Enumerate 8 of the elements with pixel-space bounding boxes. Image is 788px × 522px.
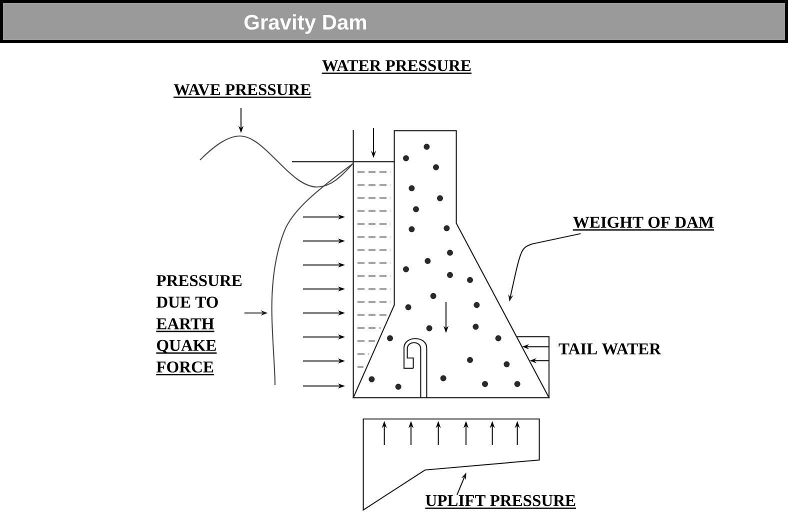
annotation-label: PRESSURE DUE TO EARTH QUAKE FORCE: [156, 275, 242, 376]
dam-section: [352, 130, 550, 398]
title-bar: Gravity Dam: [0, 0, 788, 43]
annotation-label: WEIGHT OF DAM: [572, 216, 714, 231]
annotation-label: UPLIFT PRESSURE: [425, 495, 576, 509]
annotation-label: WAVE PRESSURE: [174, 84, 312, 98]
annotation-label: WATER PRESSURE: [322, 60, 472, 74]
pressure-curve: [271, 162, 354, 385]
